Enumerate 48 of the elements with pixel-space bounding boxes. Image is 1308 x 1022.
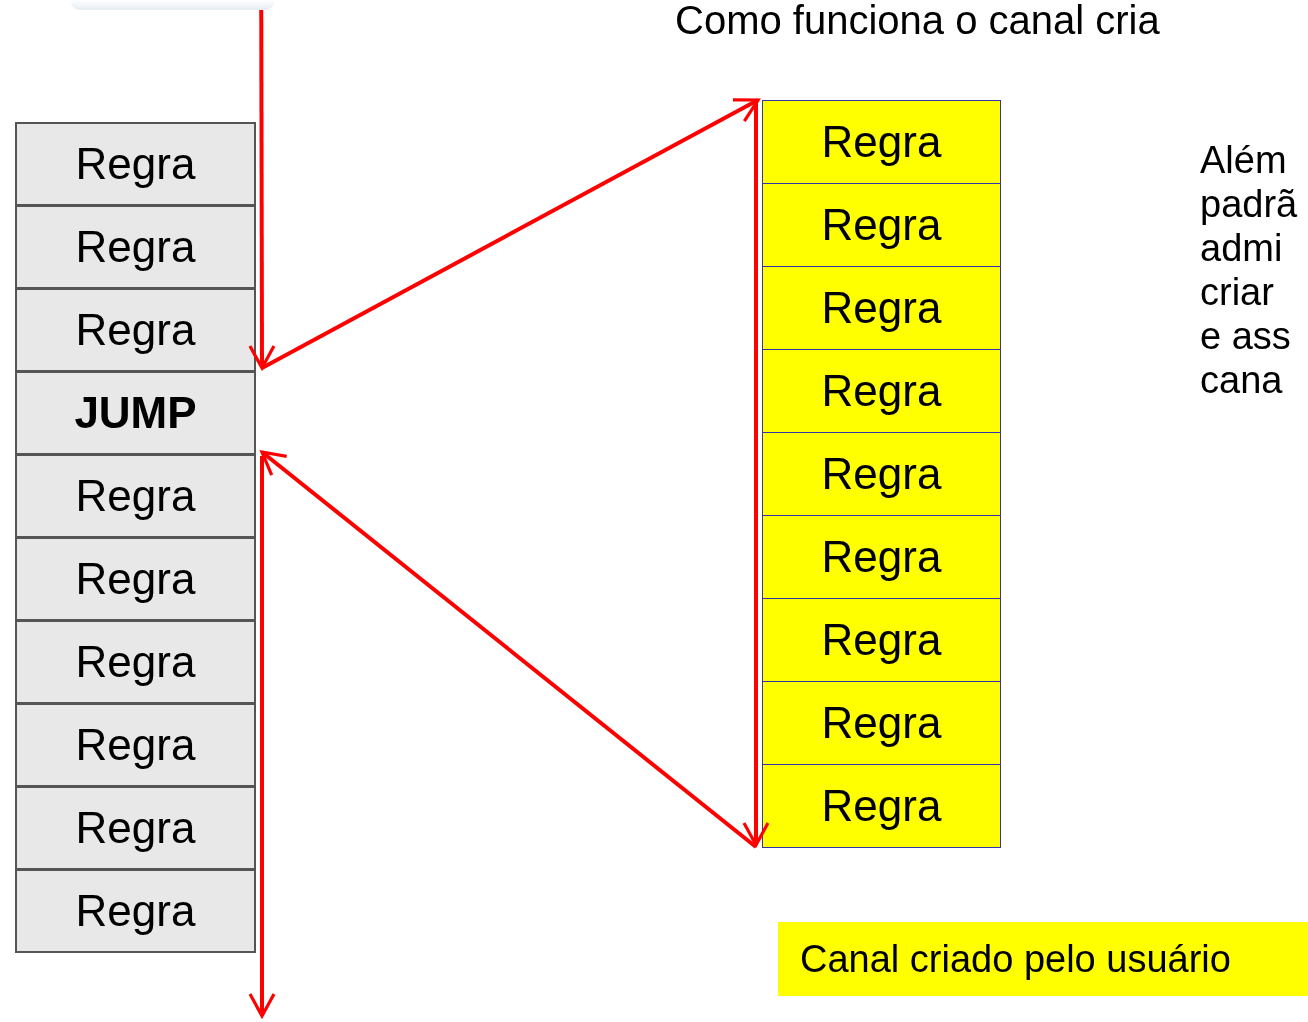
cell-text: Regra <box>75 142 196 186</box>
rule-cell <box>15 122 256 206</box>
arrow <box>260 450 758 849</box>
rule-cell <box>15 537 256 621</box>
rule-cell <box>762 183 1001 267</box>
cell-text: Regra <box>821 535 942 579</box>
cell-text: Regra <box>75 557 196 601</box>
rule-cell <box>762 266 1001 350</box>
rule-cell <box>15 371 256 455</box>
rule-cell <box>15 454 256 538</box>
jump-text: JUMP <box>74 391 197 435</box>
channel-label-box <box>778 922 1308 996</box>
cell-text: Regra <box>821 120 942 164</box>
cell-text: Regra <box>821 369 942 413</box>
rule-cell <box>762 515 1001 599</box>
cell-text: Regra <box>75 308 196 352</box>
rule-cell <box>762 349 1001 433</box>
cell-text: Regra <box>75 474 196 518</box>
cell-text: Regra <box>821 701 942 745</box>
arrow <box>248 456 276 1018</box>
cell-text: Regra <box>821 286 942 330</box>
cell-text: Regra <box>75 806 196 850</box>
rule-cell <box>762 598 1001 682</box>
cell-text: Canal criado pelo usuário <box>800 940 1231 978</box>
description-text: Além padrã admi criar e ass cana <box>1200 138 1299 402</box>
rule-cell <box>15 205 256 289</box>
cell-text: Regra <box>75 723 196 767</box>
rule-cell <box>15 288 256 372</box>
arrow <box>742 102 770 847</box>
rule-cell <box>762 764 1001 848</box>
arrow <box>248 10 276 370</box>
cell-text: Regra <box>75 225 196 269</box>
arrow <box>261 98 760 370</box>
rule-cell <box>15 620 256 704</box>
rule-cell <box>15 786 256 870</box>
cell-text: Regra <box>75 640 196 684</box>
cell-text: Regra <box>821 203 942 247</box>
rule-cell <box>15 703 256 787</box>
rule-cell <box>15 869 256 953</box>
cell-text: Regra <box>821 618 942 662</box>
rule-cell <box>762 100 1001 184</box>
rule-cell <box>762 432 1001 516</box>
rule-cell <box>762 681 1001 765</box>
cell-text: Regra <box>75 889 196 933</box>
cell-text: Regra <box>821 452 942 496</box>
header-box <box>70 0 275 10</box>
cell-text: Regra <box>821 784 942 828</box>
title: Como funciona o canal cria <box>675 0 1160 40</box>
